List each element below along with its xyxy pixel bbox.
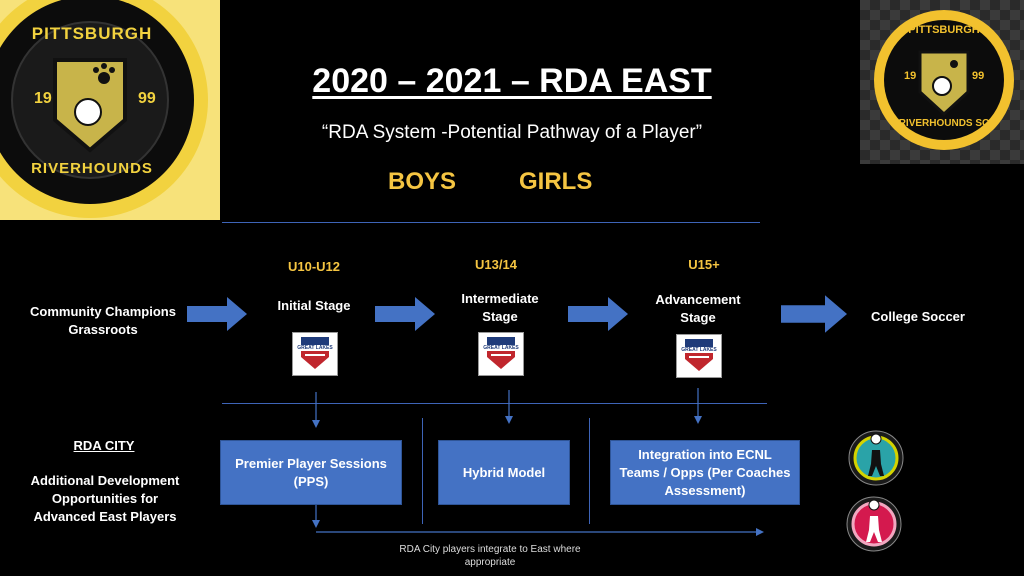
stage-2-badge-text: GREAT LAKES: [479, 345, 523, 351]
rda-city-description: Additional Development Opportunities for…: [30, 473, 180, 524]
ecnl-boys-logo-icon: [848, 430, 904, 486]
ecnl-girls-logo-icon: [846, 496, 902, 552]
separator-1: [422, 418, 423, 524]
right-logo: PITTSBURGH 19 99 RIVERHOUNDS SC: [860, 0, 1024, 164]
hybrid-model-box: Hybrid Model: [438, 440, 570, 505]
girls-label: GIRLS: [519, 168, 593, 195]
arrow-2: [375, 297, 435, 331]
left-logo-text-bottom: RIVERHOUNDS: [31, 160, 153, 177]
stage-1-badge-text: GREAT LAKES: [293, 345, 337, 351]
page-subtitle: “RDA System -Potential Pathway of a Play…: [321, 122, 703, 143]
left-logo: 19 99 PITTSBURGH RIVERHOUNDS: [0, 0, 220, 220]
right-logo-text-top: PITTSBURGH: [908, 24, 980, 36]
stage-1-name: Initial Stage: [277, 298, 351, 313]
boys-label: BOYS: [388, 168, 457, 195]
stage-3-badge: GREAT LAKES: [676, 334, 722, 378]
ecnl-integration-box: Integration into ECNL Teams / Opps (Per …: [610, 440, 800, 505]
arrow-3: [568, 297, 628, 331]
separator-2: [589, 418, 590, 524]
stage-2-badge: GREAT LAKES: [478, 332, 524, 376]
stage-1-age: U10-U12: [287, 259, 341, 274]
top-divider: [222, 222, 760, 223]
left-logo-year-right: 99: [138, 90, 156, 107]
integration-note: RDA City players integrate to East where…: [399, 544, 581, 568]
arrow-1: [187, 297, 247, 331]
middle-divider: [222, 403, 767, 404]
stage-3-badge-text: GREAT LAKES: [677, 347, 721, 353]
arrow-4: [781, 295, 847, 333]
right-logo-year-left: 19: [904, 70, 917, 82]
right-logo-text-bottom: RIVERHOUNDS SC: [898, 118, 990, 129]
pathway-start: Community Champions Grassroots: [30, 304, 176, 337]
stage-1-badge: GREAT LAKES: [292, 332, 338, 376]
stage-2-name: Intermediate Stage: [461, 291, 539, 324]
stage-2-age: U13/14: [475, 257, 517, 272]
stage-3-age: U15+: [688, 257, 720, 272]
right-logo-year-right: 99: [972, 70, 985, 82]
page-title: 2020 – 2021 – RDA EAST: [312, 62, 712, 100]
left-logo-text-top: PITTSBURGH: [31, 24, 153, 43]
left-logo-year-left: 19: [34, 90, 52, 107]
pps-box: Premier Player Sessions (PPS): [220, 440, 402, 505]
stage-3-name: Advancement Stage: [655, 292, 741, 325]
pathway-end: College Soccer: [871, 309, 965, 324]
rda-city-heading: RDA CITY: [73, 438, 135, 453]
